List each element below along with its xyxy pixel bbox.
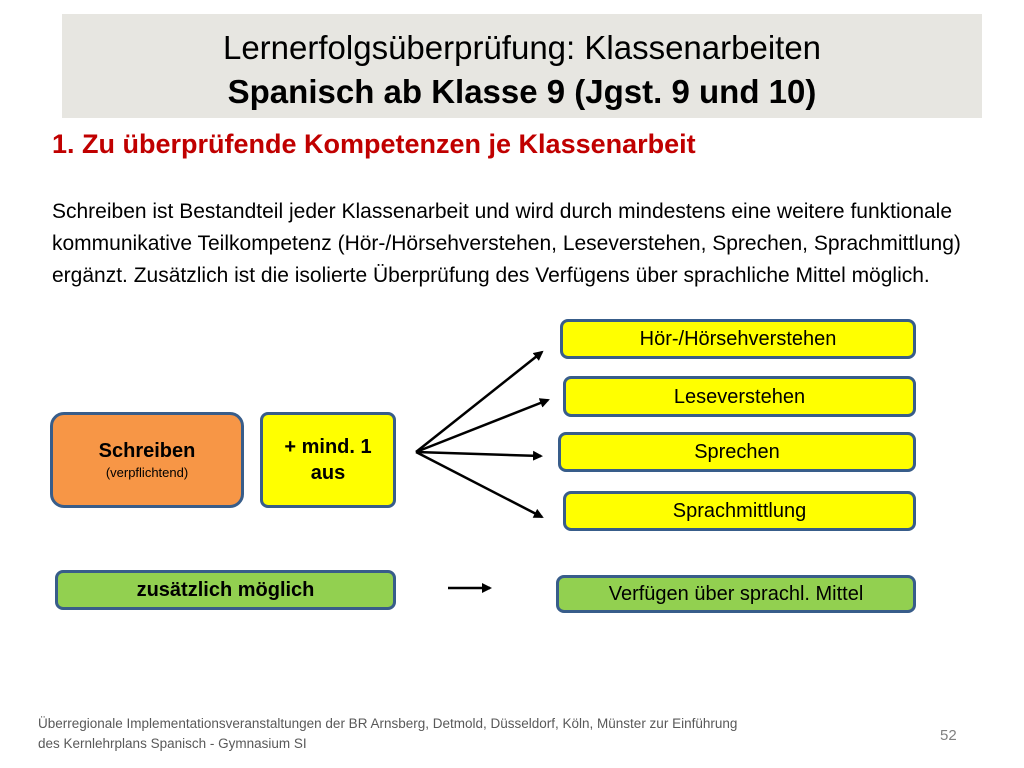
target-reading-box: Leseverstehen [563,376,916,417]
target-mediation-box: Sprachmittlung [563,491,916,531]
additional-box: zusätzlich möglich [55,570,396,610]
writing-title: Schreiben [98,440,196,462]
arrow-to-mediation [415,450,544,519]
arrow-to-speaking [415,450,543,461]
target-listening-label: Hör-/Hörsehverstehen [639,328,837,350]
footer-line2: des Kernlehrplans Spanisch - Gymnasium S… [38,736,307,751]
target-speaking-box: Sprechen [558,432,916,472]
target-listening-box: Hör-/Hörsehverstehen [560,319,916,359]
additional-label: zusätzlich möglich [136,579,315,601]
target-mediation-label: Sprachmittlung [672,500,807,522]
title-band: Lernerfolgsüberprüfung: Klassenarbeiten … [62,14,982,118]
target-speaking-label: Sprechen [694,441,780,463]
section-heading: 1. Zu überprüfende Kompetenzen je Klasse… [52,129,696,159]
plus-one-line2: aus [310,462,346,484]
plus-one-line1: + mind. 1 [284,436,372,458]
body-paragraph: Schreiben ist Bestandteil jeder Klassena… [52,200,961,287]
writing-box: Schreiben (verpflichtend) [50,412,244,508]
slide-subtitle: Spanisch ab Klasse 9 (Jgst. 9 und 10) [227,73,817,110]
arrow-to-reading [415,398,550,454]
arrow-to-listening [415,350,544,453]
slide-title: Lernerfolgsüberprüfung: Klassenarbeiten [222,29,822,66]
page-number: 52 [940,727,957,744]
footer: Überregionale Implementationsveranstaltu… [38,714,868,754]
plus-one-box: + mind. 1 aus [260,412,396,508]
footer-line1: Überregionale Implementationsveranstaltu… [38,716,738,731]
target-reading-label: Leseverstehen [673,385,806,408]
additional-target-label: Verfügen über sprachl. Mittel [608,583,864,605]
additional-target-box: Verfügen über sprachl. Mittel [556,575,916,613]
writing-note: (verpflichtend) [105,465,189,480]
